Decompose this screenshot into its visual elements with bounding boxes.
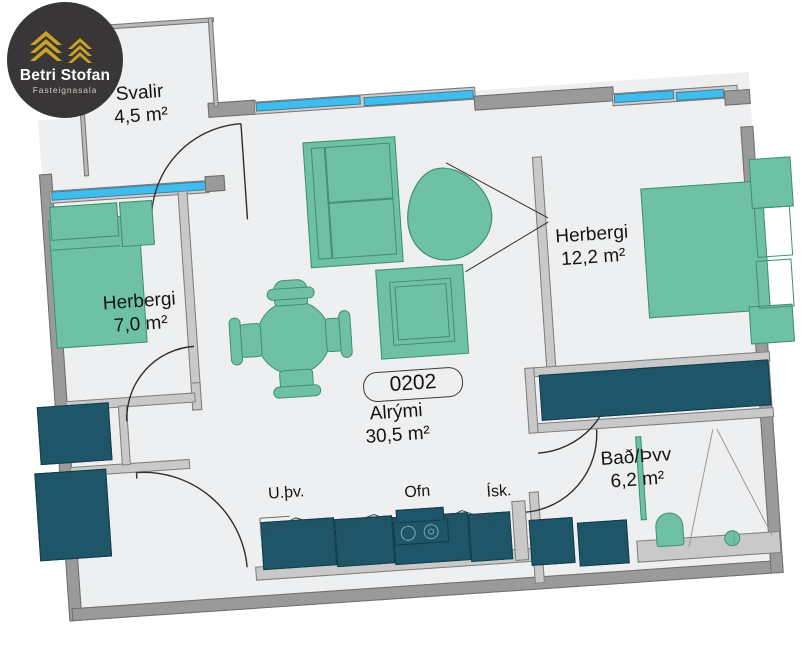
floor-plan-canvas: Svalir 4,5 m² Herbergi 7,0 m² Herbergi 1…: [0, 0, 809, 620]
building-chevrons-icon: [28, 25, 102, 65]
sofa-seat-divider: [325, 143, 394, 203]
view-sight-lines: [434, 149, 562, 277]
bed-small-pillow: [49, 202, 119, 241]
appliance-label-fridge: Ísk.: [486, 481, 512, 502]
room-label-bedroom-large: Herbergi 12,2 m²: [555, 221, 631, 272]
sofa-seat-divider-2: [329, 198, 398, 258]
room-label-living: Alrými 30,5 m²: [363, 399, 430, 449]
bed-small-nightstand: [119, 200, 155, 247]
exterior-wall-top-right-seg: [724, 89, 751, 106]
closet-left-upper: [37, 402, 113, 465]
kitchen-cabinet-fridge: [529, 517, 576, 566]
room-label-bedroom-small: Herbergi 7,0 m²: [102, 288, 178, 339]
bed-large-side-panel-upper: [754, 206, 793, 258]
armchair-seat-inner: [394, 283, 450, 340]
closet-left-lower: [34, 469, 112, 562]
door-swing-balcony: [137, 115, 254, 232]
bed-large-nightstand-bottom: [749, 304, 795, 345]
bed-large-nightstand-top: [749, 156, 794, 209]
brand-logo: Betri Stofan Fasteignasala: [7, 2, 123, 118]
room-area-bedroom-small: 7,0 m²: [104, 310, 178, 338]
door-swing-entry: [134, 463, 251, 578]
kitchen-cabinet-extra: [577, 519, 630, 566]
brand-name: Betri Stofan: [20, 67, 110, 84]
brand-tagline: Fasteignasala: [33, 85, 98, 96]
room-area-balcony: 4,5 m²: [113, 103, 168, 130]
unit-number: 0202: [389, 370, 437, 396]
door-swing-bedroom-small: [120, 344, 205, 427]
room-label-bathroom: Bað/Þvv 6,2 m²: [600, 443, 674, 494]
bed-large-side-panel-lower: [755, 259, 794, 309]
appliance-label-oven: Ofn: [404, 482, 431, 503]
room-label-balcony: Svalir 4,5 m²: [112, 80, 169, 130]
room-area-bathroom: 6,2 m²: [601, 466, 673, 494]
appliance-label-dishwasher: U.þv.: [268, 482, 305, 503]
room-area-living: 30,5 m²: [365, 422, 431, 449]
shower-fixture-lines: [669, 423, 787, 552]
